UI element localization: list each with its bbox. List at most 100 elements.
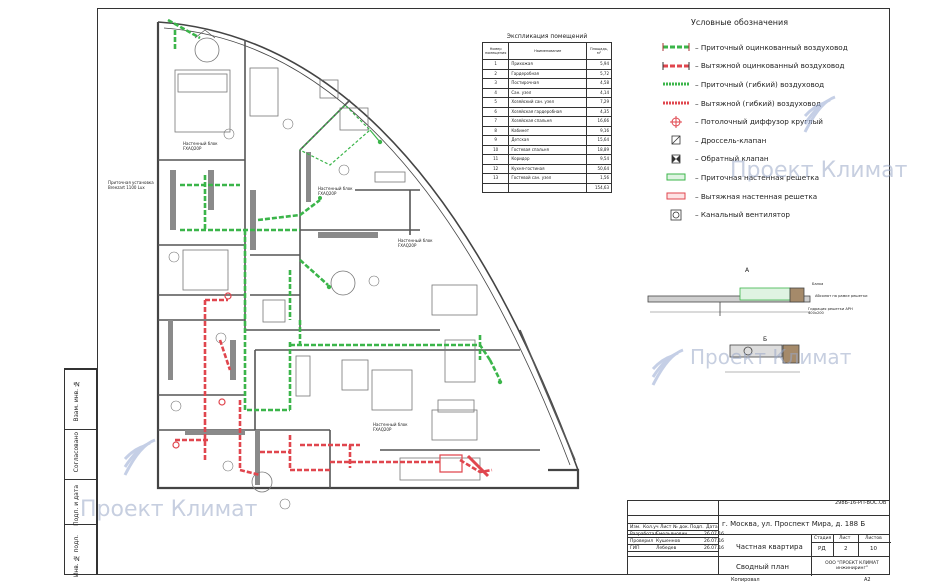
legend-item: – Вытяжной оцинкованный воздуховод [661, 57, 891, 76]
role-date: 26.07.16 [704, 546, 725, 551]
section-note: Гидрация решетки АРН 400х200 [808, 307, 853, 315]
throttle-valve-icon [661, 133, 691, 147]
legend-item: – Вытяжная настенная решетка [661, 187, 891, 206]
drawing-frame [97, 8, 890, 575]
sheet-value: 2 [844, 546, 848, 552]
room-schedule: Экспликация помещений Номер помещения На… [481, 33, 612, 193]
col-header: Дата [706, 525, 718, 530]
room-schedule-title: Экспликация помещений [506, 33, 588, 40]
sheets-label: Листов [865, 536, 882, 541]
stage-value: РД [818, 546, 826, 552]
legend-item: – Приточная настенная решетка [661, 168, 891, 187]
stage-label: Стадия [814, 536, 832, 541]
exhaust-grille-icon [661, 189, 691, 203]
legend-label: – Вытяжной оцинкованный воздуховод [695, 61, 845, 71]
section-a [647, 287, 811, 316]
watermark-logo-icon [803, 95, 836, 133]
section-b-label: Б [763, 336, 768, 343]
table-header-row: Номер помещения Наименование Площадь, м² [481, 42, 612, 60]
outer-wall-inner [163, 27, 571, 466]
sheet-title: Сводный план [736, 563, 789, 571]
sheets-value: 10 [870, 546, 877, 552]
section-b [725, 344, 800, 373]
legend-title: Условные обозначения [691, 18, 789, 27]
legend-item: – Приточный оцинкованный воздуховод [661, 38, 891, 57]
legend-label: – Потолочный диффузор круглый [695, 117, 823, 127]
format-label: А2 [864, 577, 871, 583]
legend-item: – Приточный (гибкий) воздуховод [661, 75, 891, 94]
legend-item: – Вытяжной (гибкий) воздуховод [661, 94, 891, 113]
role-label: Проверил [630, 539, 654, 544]
legend-label: – Приточный (гибкий) воздуховод [695, 79, 825, 89]
watermark-logo-icon [651, 348, 684, 386]
outer-wall [156, 22, 580, 490]
legend-label: – Канальный вентилятор [695, 210, 790, 220]
exhaust-flexible-duct-icon [661, 96, 691, 110]
col-header: Подп. [690, 525, 704, 530]
role-label: Разработал [630, 532, 658, 537]
role-name: Емельянович [656, 532, 688, 537]
exhaust-galvanized-duct-icon [661, 59, 691, 73]
legend-item: – Канальный вентилятор [661, 205, 891, 224]
legend-item: – Обратный клапан [661, 150, 891, 169]
company-name: ООО "ПРОЕКТ КЛИМАТ инжиниринг" [825, 561, 879, 571]
col-header: Лист [660, 525, 672, 530]
watermark-text: Проект Климат [690, 345, 852, 369]
col-header: № док. [673, 525, 690, 530]
object-name: Частная квартира [736, 543, 803, 551]
title-block: Изм. Кол.уч Лист № док. Подп. Дата Разра… [627, 500, 891, 576]
doc-code: 298Б-16-РП-ВОС.ОВ [835, 500, 887, 506]
copied-label: Копировал [731, 577, 760, 583]
legend-label: – Вытяжной (гибкий) воздуховод [695, 98, 821, 108]
section-note: Абсолют на рамке решетки [815, 294, 868, 298]
legend-label: – Вытяжная настенная решетка [695, 191, 818, 201]
role-name: Кушеннов [656, 539, 681, 544]
supply-galvanized-duct-icon [661, 40, 691, 54]
watermark-text: Проект Климат [730, 158, 908, 183]
legend: Условные обозначения – Приточный оцинков… [661, 18, 891, 224]
legend-label: – Приточный оцинкованный воздуховод [695, 42, 848, 52]
legend-item: – Потолочный диффузор круглый [661, 112, 891, 131]
duct-fan-icon [661, 208, 691, 222]
legend-label: – Обратный клапан [695, 154, 769, 164]
section-note: Балка [812, 282, 824, 286]
role-date: 26.07.16 [704, 539, 725, 544]
col-header: Изм. [630, 525, 641, 530]
role-date: 26.07.16 [704, 532, 725, 537]
supply-flexible-duct-icon [661, 77, 691, 91]
check-valve-icon [661, 152, 691, 166]
section-a-label: А [745, 267, 750, 274]
legend-label: – Приточная настенная решетка [695, 172, 820, 182]
approval-strip [64, 368, 97, 575]
ceiling-diffuser-icon [661, 115, 691, 129]
legend-label: – Дроссель-клапан [695, 135, 767, 145]
room-schedule-table: Номер помещения Наименование Площадь, м²… [481, 42, 612, 193]
col-header: Кол.уч [643, 525, 659, 530]
supply-grille-icon [661, 170, 691, 184]
role-label: ГИП [630, 546, 640, 551]
watermark-text: Проект Климат [80, 497, 258, 522]
watermark-logo-icon [123, 438, 156, 476]
sheet-label: Лист [839, 536, 851, 541]
role-name: Лебедев [656, 546, 677, 551]
